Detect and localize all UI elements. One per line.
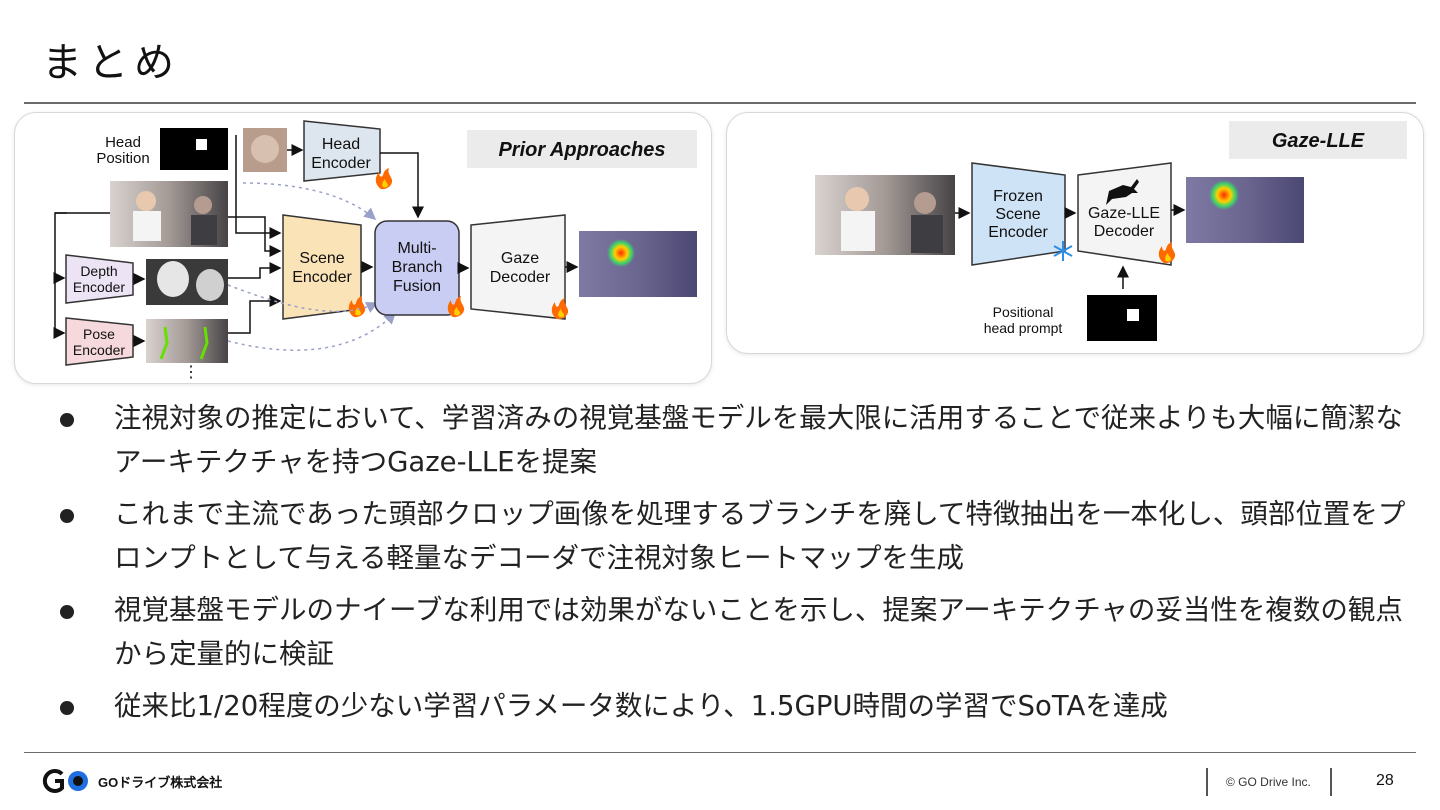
approach-tag: Prior Approaches: [498, 139, 665, 161]
prompt-label-2: head prompt: [984, 320, 1063, 336]
depth-encoder-block: [65, 254, 134, 304]
approach-tag-bg: [1229, 121, 1407, 159]
summary-bullet-list: 注視対象の推定において、学習済みの視覚基盤モデルを最大限に活用することで従来より…: [50, 396, 1420, 736]
decoder-label-1: Gaze-LLE: [1088, 205, 1160, 222]
fire-icon: [447, 296, 465, 318]
gaze-decoder-block: [470, 214, 566, 320]
head-encoder-label-1: Head: [322, 136, 360, 153]
footer-divider: [24, 752, 1416, 753]
head-position-label-1: Head: [105, 134, 141, 151]
copyright: © GO Drive Inc.: [1226, 775, 1311, 789]
decoder-label-2: Decoder: [1094, 223, 1155, 240]
frozen-encoder-label-2: Scene: [995, 206, 1040, 223]
head-encoder-label-2: Encoder: [311, 155, 371, 172]
scene-encoder-block: [282, 214, 362, 320]
more-modalities-ellipsis: ⋮: [183, 364, 199, 381]
fire-icon: [1158, 242, 1176, 264]
bullet-dot: [60, 605, 74, 619]
approach-tag: Gaze-LLE: [1272, 130, 1365, 152]
head-encoder-block: [303, 120, 381, 182]
gazelle-icon: [1106, 179, 1139, 205]
footer-separator: [1206, 768, 1208, 796]
fusion-label-3: Fusion: [393, 278, 441, 295]
bullet-dot: [60, 413, 74, 427]
pose-image: [146, 319, 228, 363]
bullet-text: これまで主流であった頭部クロップ画像を処理するブランチを廃して特徴抽出を一本化し…: [114, 498, 1406, 574]
footer-company: GOドライブ株式会社: [98, 774, 223, 790]
scene-encoder-label-2: Encoder: [292, 269, 352, 286]
head-position-map: [160, 128, 228, 170]
footer-separator: [1330, 768, 1332, 796]
page-number: 28: [1376, 772, 1394, 789]
approach-tag-bg: [467, 130, 697, 168]
fusion-label-2: Branch: [392, 259, 443, 276]
positional-head-prompt-map: [1087, 295, 1157, 341]
gaze-lle-decoder-block: [1077, 162, 1172, 266]
bullet-text: 視覚基盤モデルのナイーブな利用では効果がないことを示し、提案アーキテクチャの妥当…: [114, 594, 1403, 670]
pose-encoder-block: [65, 317, 134, 366]
pose-encoder-label-1: Pose: [83, 326, 115, 342]
fusion-label-1: Multi-: [397, 240, 436, 257]
snowflake-icon: [1053, 241, 1073, 261]
scene-encoder-label-1: Scene: [299, 250, 344, 267]
prompt-label-1: Positional: [993, 304, 1054, 320]
bullet-text: 注視対象の推定において、学習済みの視覚基盤モデルを最大限に活用することで従来より…: [114, 402, 1403, 478]
bullet-text: 従来比1/20程度の少ない学習パラメータ数により、1.5GPU時間の学習でSoT…: [114, 690, 1168, 722]
bullet-item: 従来比1/20程度の少ない学習パラメータ数により、1.5GPU時間の学習でSoT…: [50, 684, 1420, 728]
bullet-item: 視覚基盤モデルのナイーブな利用では効果がないことを示し、提案アーキテクチャの妥当…: [50, 588, 1420, 676]
frozen-encoder-label-3: Encoder: [988, 224, 1048, 241]
head-position-label-2: Position: [96, 150, 149, 167]
prior-approaches-figure: Prior Approaches Head Position Head Enco…: [14, 112, 712, 384]
bullet-dot: [60, 509, 74, 523]
pose-encoder-label-2: Encoder: [73, 342, 125, 358]
gaze-decoder-label-1: Gaze: [501, 250, 539, 267]
gaze-decoder-label-2: Decoder: [490, 269, 551, 286]
frozen-encoder-label-1: Frozen: [993, 188, 1043, 205]
depth-encoder-label-1: Depth: [80, 263, 117, 279]
title-divider: [24, 102, 1416, 104]
fire-icon: [348, 296, 366, 318]
company-logo: GOドライブ株式会社: [42, 768, 222, 794]
fire-icon: [551, 298, 569, 320]
bullet-dot: [60, 701, 74, 715]
bullet-item: 注視対象の推定において、学習済みの視覚基盤モデルを最大限に活用することで従来より…: [50, 396, 1420, 484]
slide-title: まとめ: [42, 40, 180, 86]
go-logo-icon: [42, 769, 88, 793]
bullet-item: これまで主流であった頭部クロップ画像を処理するブランチを廃して特徴抽出を一本化し…: [50, 492, 1420, 580]
fire-icon: [375, 168, 393, 190]
depth-encoder-label-2: Encoder: [73, 279, 125, 295]
gaze-lle-figure: Gaze-LLE Frozen Scene Encoder Gaze-LLE D…: [726, 112, 1424, 354]
